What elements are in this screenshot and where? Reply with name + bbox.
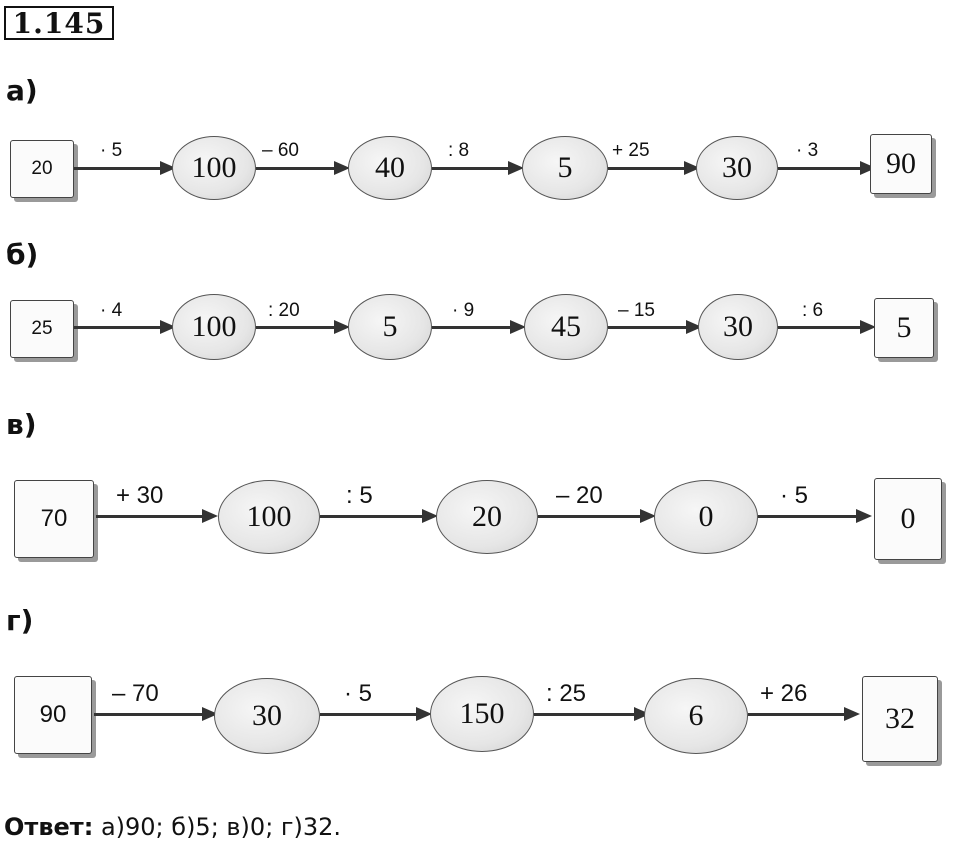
part-label-c: в) [6,408,37,441]
intermediate-oval: 40 [348,136,432,200]
arrow [320,707,432,721]
result-box: 0 [874,478,942,560]
intermediate-oval: 5 [522,136,608,200]
result-value: 0 [900,502,916,535]
operation-label: : 8 [448,140,470,161]
intermediate-oval: 45 [524,294,608,360]
operation-label: – 70 [112,680,159,707]
arrow [758,509,872,523]
start-box: 90 [14,676,92,754]
intermediate-oval: 20 [436,480,538,554]
arrow [320,509,438,523]
operation-label: – 60 [262,140,299,161]
intermediate-oval: 30 [698,294,778,360]
operation-label: : 5 [346,482,373,509]
start-value: 70 [40,505,68,532]
arrow [608,320,702,334]
intermediate-oval: 5 [348,294,432,360]
part-label-d: г) [6,604,34,637]
result-box: 32 [862,676,938,762]
start-box: 25 [10,300,74,358]
arrow [538,509,656,523]
intermediate-oval: 30 [696,136,778,200]
operation-label: · 3 [796,140,819,161]
intermediate-oval: 6 [644,678,748,754]
arrow [748,707,860,721]
arrow [534,707,650,721]
operation-label: – 20 [556,482,603,509]
answer-text: а)90; б)5; в)0; г)32. [100,813,342,841]
intermediate-oval: 100 [218,480,320,554]
arrow [94,707,218,721]
operation-label: – 15 [618,300,655,321]
part-label-b: б) [6,238,39,271]
result-box: 5 [874,298,934,358]
problem-number: 1.145 [4,6,114,40]
operation-label: : 6 [802,300,824,321]
start-value: 90 [39,701,67,728]
arrow [432,320,526,334]
operation-label: + 30 [116,482,164,509]
operation-label: · 5 [344,680,373,707]
start-box: 70 [14,480,94,558]
intermediate-oval: 100 [172,136,256,200]
answer-line: Ответ: а)90; б)5; в)0; г)32. [4,813,341,841]
start-value: 20 [31,158,53,179]
operation-label: · 9 [452,300,475,321]
arrow [74,320,176,334]
result-value: 32 [885,702,915,735]
intermediate-oval: 150 [430,676,534,752]
intermediate-oval: 30 [214,678,320,754]
part-label-a: а) [6,74,38,107]
arrow [256,320,350,334]
intermediate-oval: 0 [654,480,758,554]
result-box: 90 [870,134,932,194]
result-value: 90 [886,147,916,180]
result-value: 5 [896,311,912,344]
arrow [74,161,176,175]
intermediate-oval: 100 [172,294,256,360]
start-value: 25 [31,318,53,339]
operation-label: + 26 [760,680,808,707]
operation-label: · 4 [100,300,123,321]
arrow [432,161,524,175]
arrow [778,320,876,334]
operation-label: · 5 [780,482,809,509]
arrow [778,161,876,175]
arrow [96,509,218,523]
operation-label: · 5 [100,140,123,161]
operation-label: : 20 [268,300,300,321]
operation-label: : 25 [546,680,587,707]
operation-label: + 25 [612,140,650,161]
answer-label: Ответ: [4,813,94,841]
start-box: 20 [10,140,74,198]
arrow [608,161,700,175]
arrow [256,161,350,175]
